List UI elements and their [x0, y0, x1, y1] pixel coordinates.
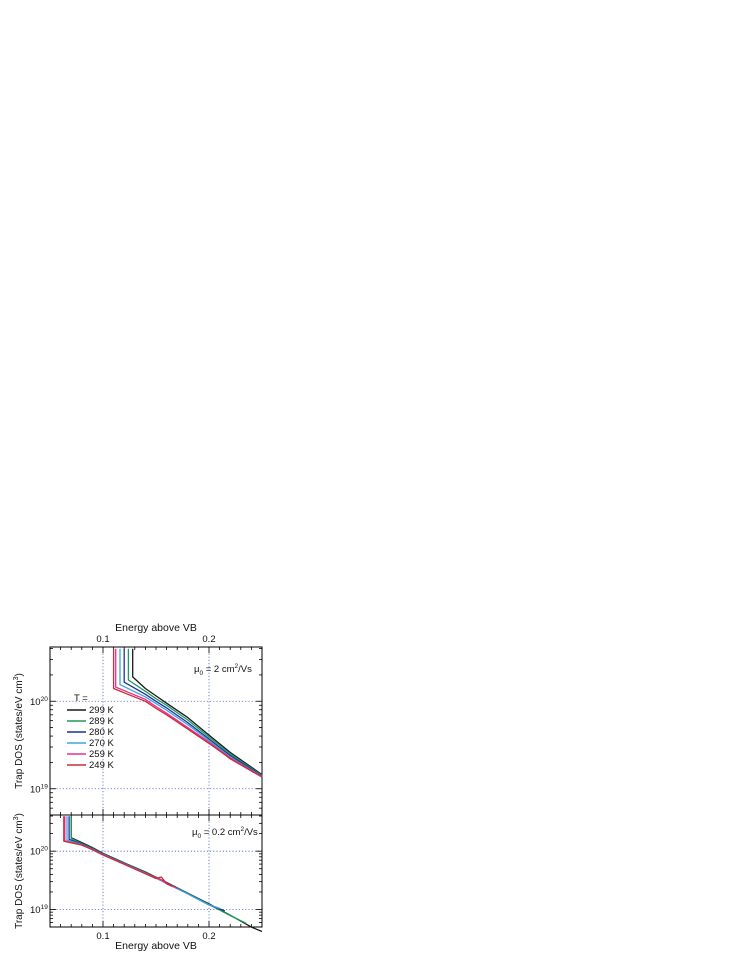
- series-line-249k: [63, 816, 173, 887]
- y-axis-label-top: Trap DOS (states/eV cm3): [13, 673, 25, 789]
- legend-label: 289 K: [89, 716, 114, 727]
- series-line-249k: [112, 648, 263, 778]
- ticks-top: [50, 647, 263, 815]
- panel-bottom: 0.1 0.2 1020 1019 Trap DOS (states/eV cm3)…: [13, 813, 263, 942]
- bottom-x-tick-label: 0.1: [96, 931, 109, 942]
- top-axis-label: Energy above VB: [115, 622, 197, 634]
- legend-label: 280 K: [89, 727, 114, 738]
- annotation-bottom: μ0 = 0.2 cm2/Vs: [192, 826, 258, 840]
- y-tick-labels-bottom: 1020 1019: [30, 846, 48, 916]
- y-tick-labels-top: 1020 1019: [30, 696, 48, 796]
- y-tick-label: 1020: [30, 696, 48, 708]
- panel-top: 0.1 0.2 1020 1019 Trap DOS (states/eV cm3)…: [13, 634, 263, 816]
- legend-label: 259 K: [89, 749, 114, 760]
- ticks-bottom: [50, 815, 263, 927]
- legend-label: 299 K: [89, 705, 114, 716]
- legend-title: T =: [74, 693, 88, 704]
- top-x-tick-label: 0.1: [96, 634, 109, 645]
- series-line-270k: [119, 648, 263, 778]
- annotation-top: μ0 = 2 cm2/Vs: [194, 663, 252, 677]
- series-bottom: [63, 816, 263, 933]
- legend-label: 270 K: [89, 738, 114, 749]
- y-tick-label: 1019: [30, 783, 48, 795]
- legend-label: 249 K: [89, 760, 114, 771]
- top-x-tick-labels: 0.1 0.2: [96, 634, 215, 645]
- y-axis-label-bottom: Trap DOS (states/eV cm3): [13, 813, 25, 929]
- y-tick-label: 1020: [30, 846, 48, 858]
- bottom-axis-label: Energy above VB: [115, 940, 197, 952]
- grid-bottom: [50, 815, 262, 927]
- bottom-x-tick-labels: 0.1 0.2: [96, 931, 215, 942]
- bottom-x-tick-label: 0.2: [202, 931, 215, 942]
- series-line-289k: [127, 648, 263, 776]
- series-line-299k: [132, 648, 263, 776]
- top-x-tick-label: 0.2: [202, 634, 215, 645]
- series-top: [112, 648, 263, 778]
- series-line-280k: [123, 648, 263, 777]
- y-tick-label: 1019: [30, 904, 48, 916]
